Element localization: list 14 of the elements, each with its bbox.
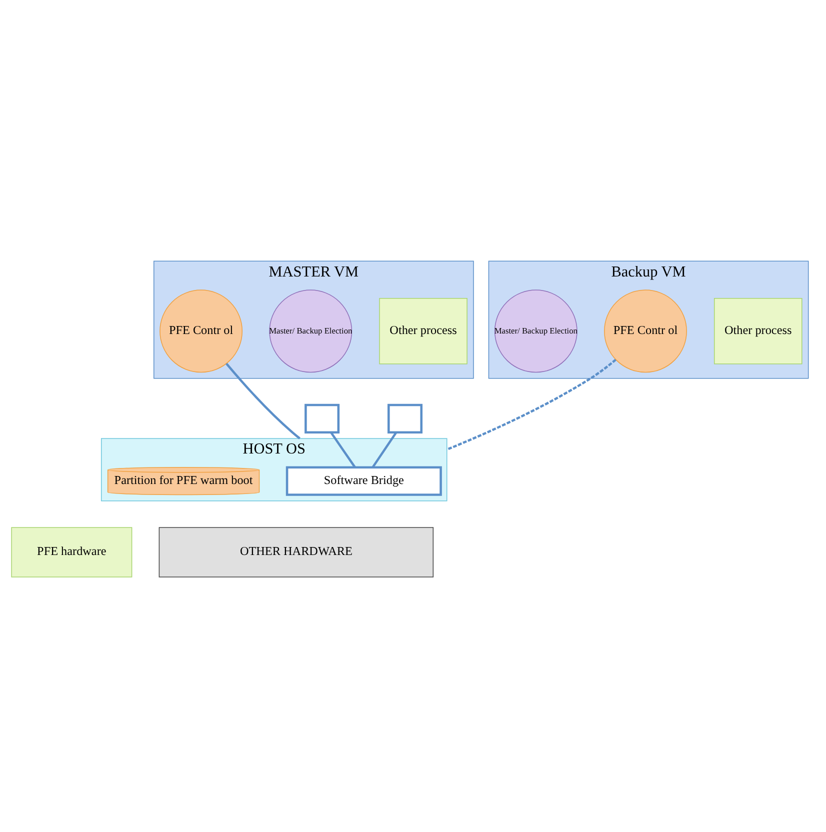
node-box: OTHER HARDWARE (158, 527, 434, 578)
node-circle: Master/ Backup Election (494, 290, 578, 373)
node-box (304, 404, 340, 434)
connector (372, 432, 398, 468)
node-circle: PFE Contr ol (604, 290, 687, 373)
connector (330, 432, 356, 468)
node-box: PFE hardware (11, 527, 132, 578)
node-circle: PFE Contr ol (160, 290, 243, 373)
node-circle: Master/ Backup Election (269, 290, 352, 373)
connector (446, 358, 616, 451)
node-box: Other process (379, 298, 468, 364)
node-box: Other process (714, 298, 802, 364)
node-box: Software Bridge (286, 466, 442, 496)
node-box (388, 404, 423, 434)
